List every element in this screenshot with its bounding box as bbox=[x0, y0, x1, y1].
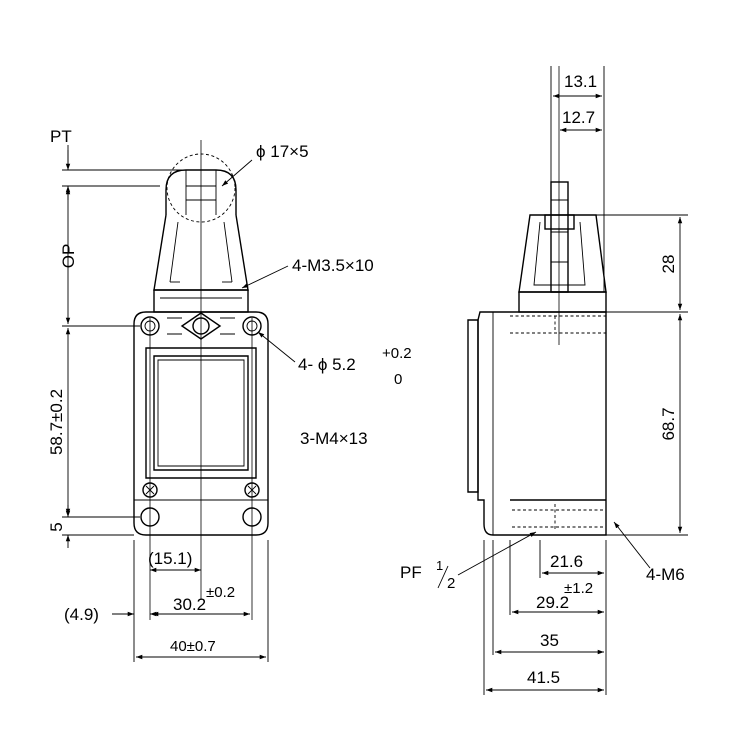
dim-68-7: 68.7 bbox=[659, 407, 678, 440]
dim-21-6: 21.6 bbox=[550, 552, 583, 571]
side-head bbox=[518, 214, 607, 293]
dim-41-5: 41.5 bbox=[527, 668, 560, 687]
switch-body bbox=[133, 311, 269, 536]
pf-den: 2 bbox=[447, 575, 455, 592]
cover-frame bbox=[145, 347, 257, 479]
dim-29-2: 29.2 bbox=[536, 593, 569, 612]
roller-label: ϕ 17×5 bbox=[256, 142, 309, 161]
dim-13-1: 13.1 bbox=[564, 72, 597, 91]
holes-tol-upper: +0.2 bbox=[382, 345, 412, 362]
dim-30-2: 30.2 bbox=[173, 595, 206, 614]
mount-screw-label: 3-M4×13 bbox=[300, 429, 368, 448]
pf-label: PF bbox=[400, 563, 422, 582]
holes-label: 4- ϕ 5.2 bbox=[298, 355, 356, 374]
m6-label: 4-M6 bbox=[646, 565, 685, 584]
tol-1-2: ±1.2 bbox=[564, 580, 593, 597]
screw-top-label: 4-M3.5×10 bbox=[292, 256, 374, 275]
five-dim: 5 bbox=[47, 522, 66, 531]
dim-15-1: (15.1) bbox=[148, 549, 192, 568]
pf-num: 1 bbox=[436, 558, 443, 573]
dim-12-7: 12.7 bbox=[562, 108, 595, 127]
dim-4-9: (4.9) bbox=[64, 605, 99, 624]
side-body bbox=[477, 311, 607, 536]
side-view bbox=[457, 66, 688, 695]
dim-28: 28 bbox=[659, 255, 678, 274]
pt-label: PT bbox=[50, 127, 72, 146]
dim-35: 35 bbox=[540, 631, 559, 650]
dim-40: 40±0.7 bbox=[170, 638, 216, 655]
height-dim: 58.7±0.2 bbox=[47, 389, 66, 455]
op-label: OP bbox=[59, 244, 78, 269]
tol-0-2: ±0.2 bbox=[206, 584, 235, 601]
cover-plate bbox=[153, 355, 249, 471]
holes-tol-lower: 0 bbox=[394, 371, 402, 388]
front-view bbox=[62, 140, 296, 662]
